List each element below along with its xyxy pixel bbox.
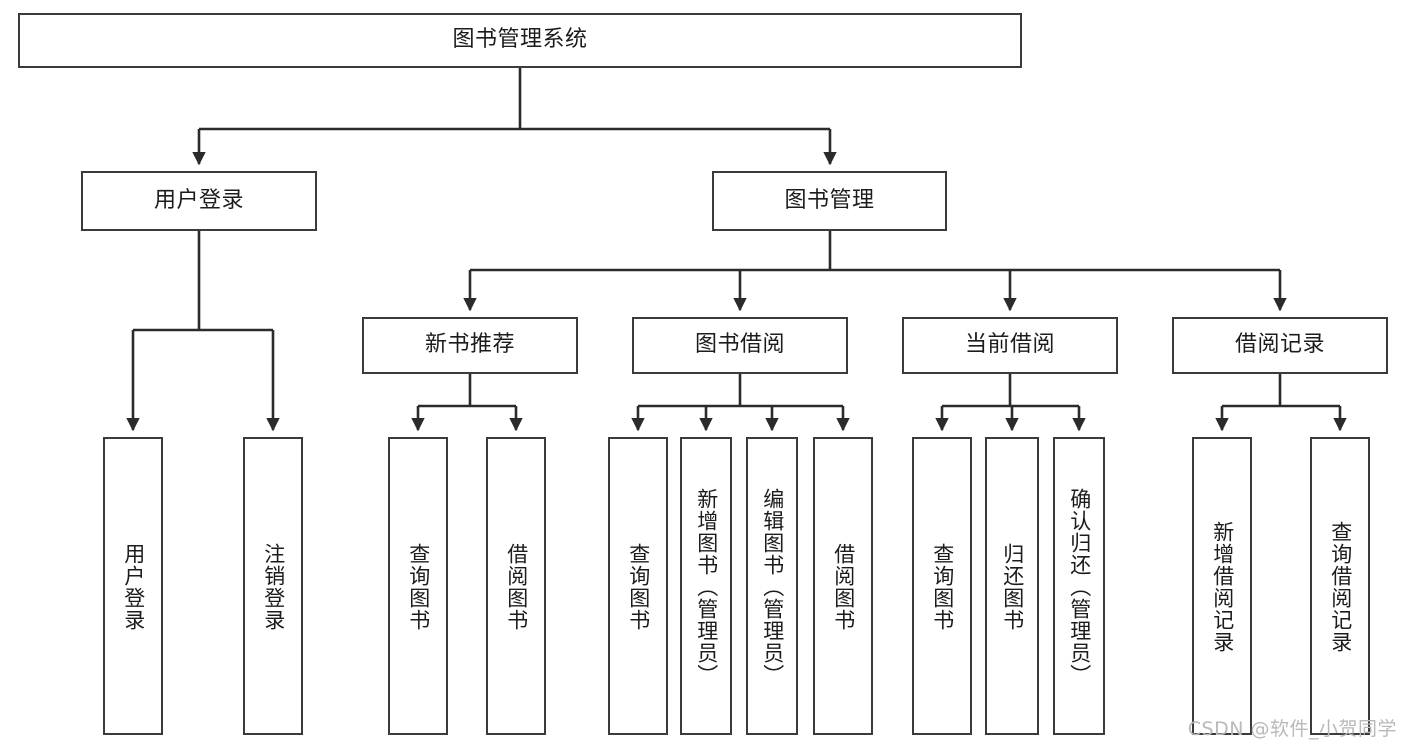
node-label: 用户登录 <box>153 187 244 213</box>
node-root-system[interactable]: 图书管理系统 <box>18 13 1022 68</box>
node-label: 注销登录 <box>261 543 286 631</box>
node-leaf-11[interactable]: 新增借阅记录 <box>1192 437 1252 735</box>
node-label: 确认归还（管理员） <box>1067 488 1092 686</box>
node-leaf-4[interactable]: 查询图书 <box>608 437 668 735</box>
node-label: 借阅图书 <box>504 543 529 631</box>
node-label: 图书管理 <box>784 187 875 213</box>
node-label: 图书管理系统 <box>452 27 588 53</box>
node-label: 编辑图书（管理员） <box>760 488 785 686</box>
node-leaf-3[interactable]: 借阅图书 <box>486 437 546 735</box>
node-leaf-9[interactable]: 归还图书 <box>985 437 1039 735</box>
node-label: 用户登录 <box>121 543 146 631</box>
node-level2-2[interactable]: 当前借阅 <box>902 317 1118 374</box>
node-leaf-12[interactable]: 查询借阅记录 <box>1310 437 1370 735</box>
node-label: 借阅图书 <box>831 543 856 631</box>
node-label: 图书借阅 <box>694 332 785 358</box>
node-label: 查询借阅记录 <box>1328 521 1353 653</box>
node-level1-1[interactable]: 图书管理 <box>712 171 947 231</box>
node-leaf-7[interactable]: 借阅图书 <box>813 437 873 735</box>
node-level1-0[interactable]: 用户登录 <box>81 171 317 231</box>
node-label: 查询图书 <box>626 543 651 631</box>
node-label: 借阅记录 <box>1234 332 1325 358</box>
node-level2-3[interactable]: 借阅记录 <box>1172 317 1388 374</box>
node-label: 归还图书 <box>1000 543 1025 631</box>
node-leaf-5[interactable]: 新增图书（管理员） <box>680 437 732 735</box>
node-leaf-10[interactable]: 确认归还（管理员） <box>1053 437 1105 735</box>
node-leaf-0[interactable]: 用户登录 <box>103 437 163 735</box>
node-level2-0[interactable]: 新书推荐 <box>362 317 578 374</box>
node-label: 新增借阅记录 <box>1210 521 1235 653</box>
node-leaf-6[interactable]: 编辑图书（管理员） <box>746 437 798 735</box>
node-leaf-8[interactable]: 查询图书 <box>912 437 972 735</box>
node-leaf-2[interactable]: 查询图书 <box>388 437 448 735</box>
node-label: 查询图书 <box>406 543 431 631</box>
watermark-label: CSDN @软件_小贺同学 <box>1187 718 1397 740</box>
node-label: 当前借阅 <box>964 332 1055 358</box>
node-label: 查询图书 <box>930 543 955 631</box>
node-label: 新书推荐 <box>424 332 515 358</box>
node-leaf-1[interactable]: 注销登录 <box>243 437 303 735</box>
node-level2-1[interactable]: 图书借阅 <box>632 317 848 374</box>
node-label: 新增图书（管理员） <box>694 488 719 686</box>
